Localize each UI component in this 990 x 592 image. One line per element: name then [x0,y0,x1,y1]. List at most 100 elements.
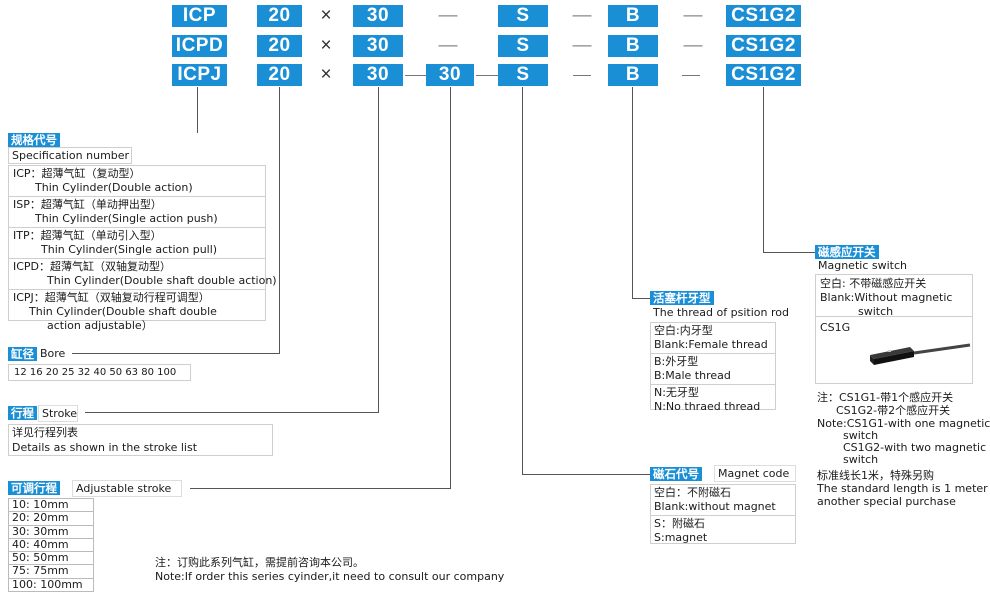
magnet-title: Magnet code [718,467,790,480]
magnet-list: 空白：不附磁石 Blank:without magnet S：附磁石 S:mag… [650,484,796,544]
dash-symbol: — [438,5,458,26]
spec-item: ICPD：超薄气缸（双轴复动型） Thin Cylinder(Double sh… [9,259,277,290]
spec-list: ICP：超薄气缸（复动型） Thin Cylinder(Double actio… [8,165,277,332]
connector-line [573,75,591,76]
thread-title: The thread of psition rod [653,306,789,319]
stroke-title: Stroke [42,407,78,420]
leader-switch-h [763,252,815,253]
dash-symbol: — [438,35,458,56]
leader-adj-v [450,87,451,488]
leader-stroke-v [378,87,379,412]
dash-symbol: — [572,35,592,56]
spec-title: Specification number [12,149,130,162]
magnet-item-a: 空白：不附磁石 [654,486,731,499]
magnet-item: 空白：不附磁石 Blank:without magnet [651,485,795,516]
thread-code: B [608,5,658,27]
thread-item-a: 空白:内牙型 [654,324,713,337]
leader-bore-v [279,87,280,353]
switch-extra-line: The standard length is 1 meter [817,482,988,495]
adjustable-item: 50: 50mm [9,551,93,566]
spec-item-cn: ICPJ：超薄气缸（双轴复动行程可调型） [13,291,210,304]
stroke-cn: 详见行程列表 [12,426,78,439]
spec-item: ICPJ：超薄气缸（双轴复动行程可调型） Thin Cylinder(Doubl… [9,290,265,334]
switch-code: CS1G2 [726,35,801,57]
spec-item-cn: ISP：超薄气缸（单动押出型） [13,198,162,211]
thread-code: B [608,64,658,86]
switch-note-line: CS1G2-with two magnetic [843,441,987,454]
spec-item-cn: ICPD：超薄气缸（双轴复动型） [13,260,172,273]
switch-title: Magnetic switch [818,259,907,272]
stroke-title-box: Stroke [38,405,78,422]
leader-bore-h [72,353,280,354]
thread-tag: 活塞杆牙型 [650,291,714,305]
thread-item-b: Blank:Female thread [654,338,768,351]
magnet-item: S：附磁石 S:magnet [651,516,795,546]
magnet-item-b: S:magnet [654,531,708,544]
adjustable-title: Adjustable stroke [76,482,172,495]
leader-adj-h [190,488,451,489]
dash-symbol: — [683,35,703,56]
leader-type-v [197,87,198,133]
type-code-icpd: ICPD [172,35,227,57]
thread-item-a: B:外牙型 [654,355,699,368]
adjustable-item: 10: 10mm [9,498,93,513]
adjustable-stroke-code: 30 [426,64,474,86]
switch-model-cell: CS1G [816,317,972,383]
spec-item: ICP：超薄气缸（复动型） Thin Cylinder(Double actio… [9,166,265,197]
footer-note-en: Note:If order this series cyinder,it nee… [155,570,505,583]
times-symbol: × [320,64,332,85]
stroke-code: 30 [353,35,403,57]
adjustable-item: 40: 40mm [9,538,93,553]
bore-values: 12 16 20 25 32 40 50 63 80 100 [14,367,177,378]
switch-note-line: 注：CS1G1-带1个感应开关 [817,391,954,404]
sensor-switch-image [870,343,971,365]
switch-blank-cell: 空白: 不带磁感应开关 Blank:Without magnetic switc… [816,275,972,318]
adjustable-title-box: Adjustable stroke [72,480,182,497]
footer-note-cn: 注：订购此系列气缸，需提前咨询本公司。 [155,556,364,569]
adjustable-tag: 可调行程 [8,481,60,495]
spec-item-en: Thin Cylinder(Single action pull) [41,243,218,256]
thread-item-a: N:无牙型 [654,386,699,399]
thread-item: N:无牙型 N:No thraed thread [651,385,775,415]
leader-magnet-v [522,87,523,474]
adjustable-list: 10: 10mm 20: 20mm 30: 30mm 40: 40mm 50: … [8,498,94,592]
bore-tag: 缸径 [8,347,37,361]
connector-line [405,75,427,76]
leader-magnet-h [522,474,650,475]
magnet-tag: 磁石代号 [650,467,702,481]
spec-item: ISP：超薄气缸（单动押出型） Thin Cylinder(Single act… [9,197,265,228]
thread-item: B:外牙型 B:Male thread [651,354,775,385]
leader-thread-h [632,298,650,299]
adjustable-item: 30: 30mm [9,525,93,539]
switch-note-line: switch [843,453,879,466]
leader-stroke-h [85,412,379,413]
bore-code: 20 [257,64,302,86]
stroke-code: 30 [353,5,403,27]
magnet-title-box: Magnet code [714,465,796,482]
connector-line [476,75,498,76]
adjustable-item: 75: 75mm [9,565,93,579]
leader-thread-v [632,87,633,298]
thread-item: 空白:内牙型 Blank:Female thread [651,323,775,354]
switch-tag: 磁感应开关 [815,245,879,259]
bore-code: 20 [257,35,302,57]
spec-item-en: Thin Cylinder(Double action) [35,181,193,194]
leader-switch-v [763,87,764,252]
switch-code: CS1G2 [726,64,801,86]
adjustable-item: 20: 20mm [9,512,93,526]
spec-item-en: Thin Cylinder(Double shaft double action… [47,274,277,287]
times-symbol: × [320,5,332,26]
switch-code: CS1G2 [726,5,801,27]
switch-box: 空白: 不带磁感应开关 Blank:Without magnetic switc… [815,274,973,384]
switch-note-line: Note:CS1G1-with one magnetic [817,417,990,430]
thread-list: 空白:内牙型 Blank:Female thread B:外牙型 B:Male … [650,322,776,413]
spec-title-box: Specification number [8,147,132,164]
magnet-code: S [498,35,548,57]
spec-item-cn: ICP：超薄气缸（复动型） [13,167,141,180]
spec-item: ITP：超薄气缸（单动引入型） Thin Cylinder(Single act… [9,228,265,259]
stroke-en: Details as shown in the stroke list [12,441,198,454]
switch-blank-en: Blank:Without magnetic [820,291,953,304]
stroke-code: 30 [353,64,403,86]
dash-symbol: — [572,5,592,26]
thread-item-b: B:Male thread [654,369,731,382]
